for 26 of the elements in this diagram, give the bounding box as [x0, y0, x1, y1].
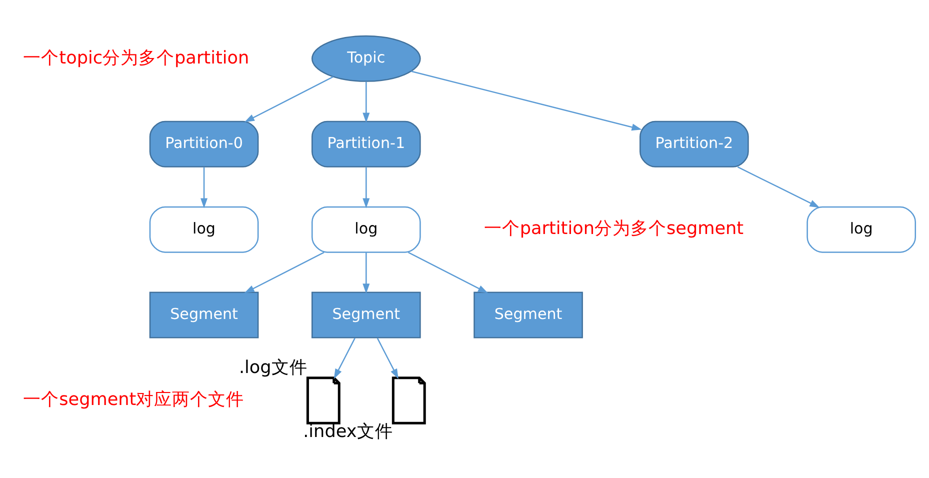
arrow	[200, 167, 208, 208]
arrow	[334, 338, 356, 379]
node-ellipse: Topic	[311, 35, 421, 82]
arrow	[376, 338, 398, 379]
node-box: Segment	[149, 292, 259, 338]
node-label: .log文件	[238, 358, 308, 378]
node-label: .index文件	[303, 422, 393, 442]
node-box: Partition-2	[640, 120, 749, 168]
arrow	[362, 252, 370, 294]
label: 一个partition分为多个segment	[484, 219, 744, 240]
arrow	[362, 167, 370, 208]
node-box: log	[311, 206, 421, 253]
node-box: Segment	[474, 292, 583, 338]
arrow	[362, 82, 370, 123]
arrow	[408, 252, 488, 294]
node-box: log	[149, 206, 259, 253]
arrow	[244, 76, 334, 122]
arrow	[410, 70, 642, 131]
node-box: Segment	[311, 292, 421, 338]
label: 一个segment对应两个文件	[23, 390, 244, 410]
label: 一个topic分为多个partition	[23, 48, 250, 68]
node-box: Partition-0	[149, 120, 259, 168]
node-box: log	[806, 206, 916, 253]
node-box: Partition-1	[311, 120, 421, 168]
arrow	[737, 166, 820, 208]
arrow	[244, 252, 324, 294]
